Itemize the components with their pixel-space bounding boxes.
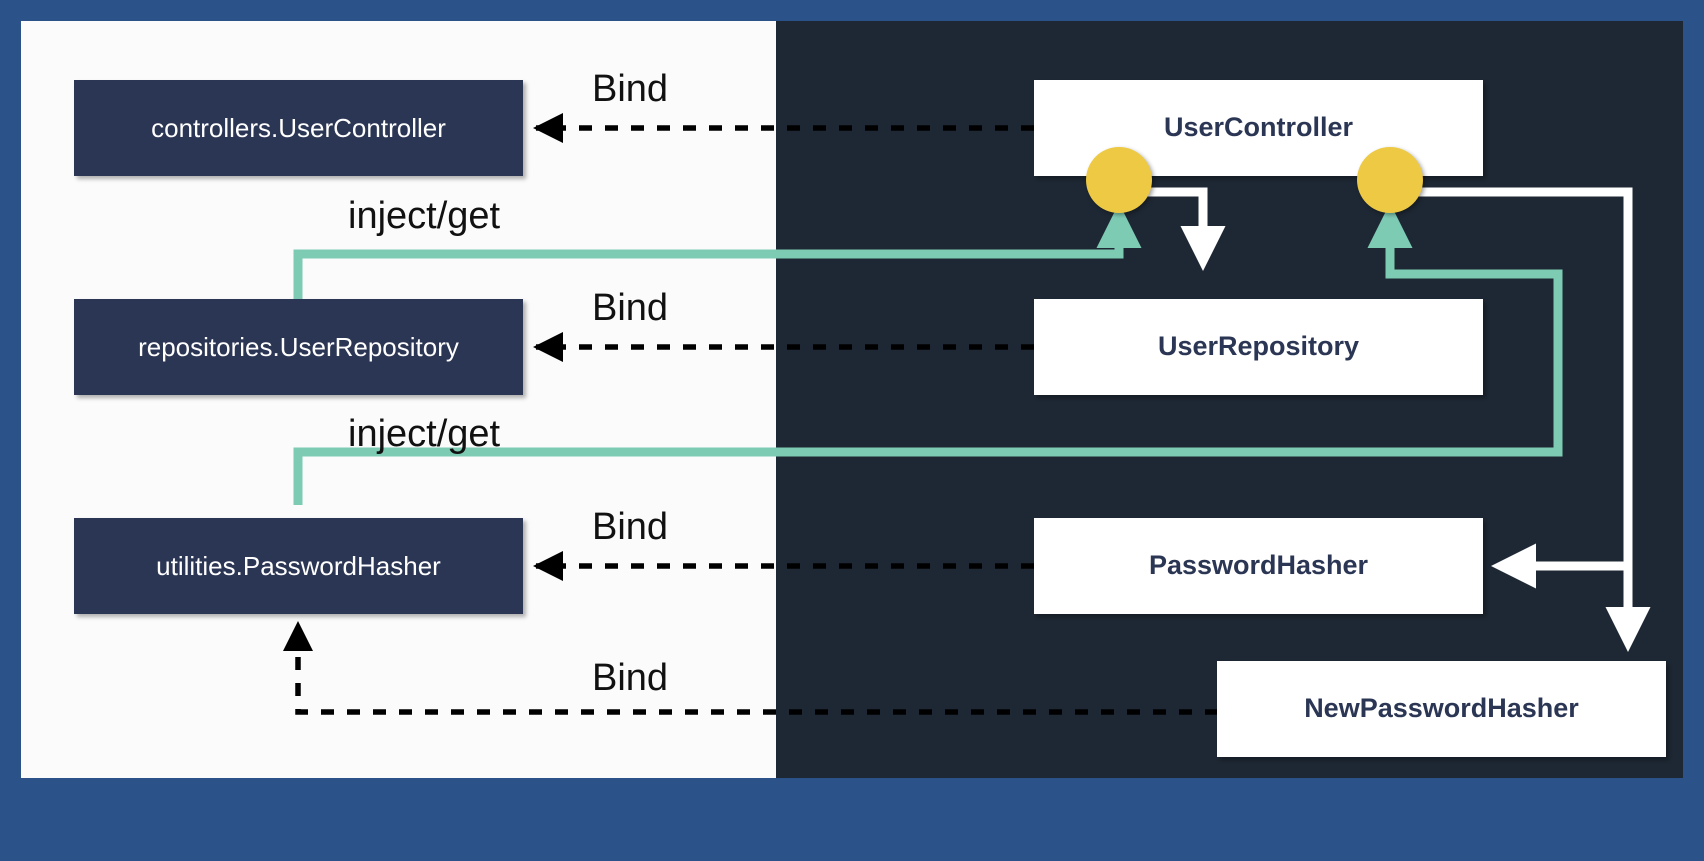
node-label: NewPasswordHasher: [1304, 693, 1579, 724]
node-label: PasswordHasher: [1148, 550, 1369, 581]
node-passwordhasher[interactable]: PasswordHasher: [1034, 518, 1483, 614]
node-label: UserRepository: [1157, 331, 1360, 362]
node-controllers-usercontroller[interactable]: controllers.UserController: [74, 80, 523, 176]
edge-label-inject-2: inject/get: [348, 413, 501, 455]
node-label: UserController: [1163, 112, 1354, 143]
edge-label-inject-1: inject/get: [348, 195, 501, 237]
edge-label-bind-3: Bind: [592, 506, 669, 548]
node-repositories-userrepository[interactable]: repositories.UserRepository: [74, 299, 523, 395]
node-label: utilities.PasswordHasher: [156, 550, 441, 581]
injection-port-1-circle-icon: [1086, 147, 1152, 213]
node-newpasswordhasher[interactable]: NewPasswordHasher: [1217, 661, 1666, 757]
node-utilities-passwordhasher[interactable]: utilities.PasswordHasher: [74, 518, 523, 614]
node-userrepository[interactable]: UserRepository: [1034, 299, 1483, 395]
edge-label-bind-4: Bind: [592, 657, 669, 699]
injection-port-2-circle-icon: [1357, 147, 1423, 213]
node-label: controllers.UserController: [151, 112, 446, 143]
edge-label-bind-2: Bind: [592, 287, 669, 329]
node-label: repositories.UserRepository: [138, 331, 459, 362]
edge-label-bind-1: Bind: [592, 68, 669, 110]
